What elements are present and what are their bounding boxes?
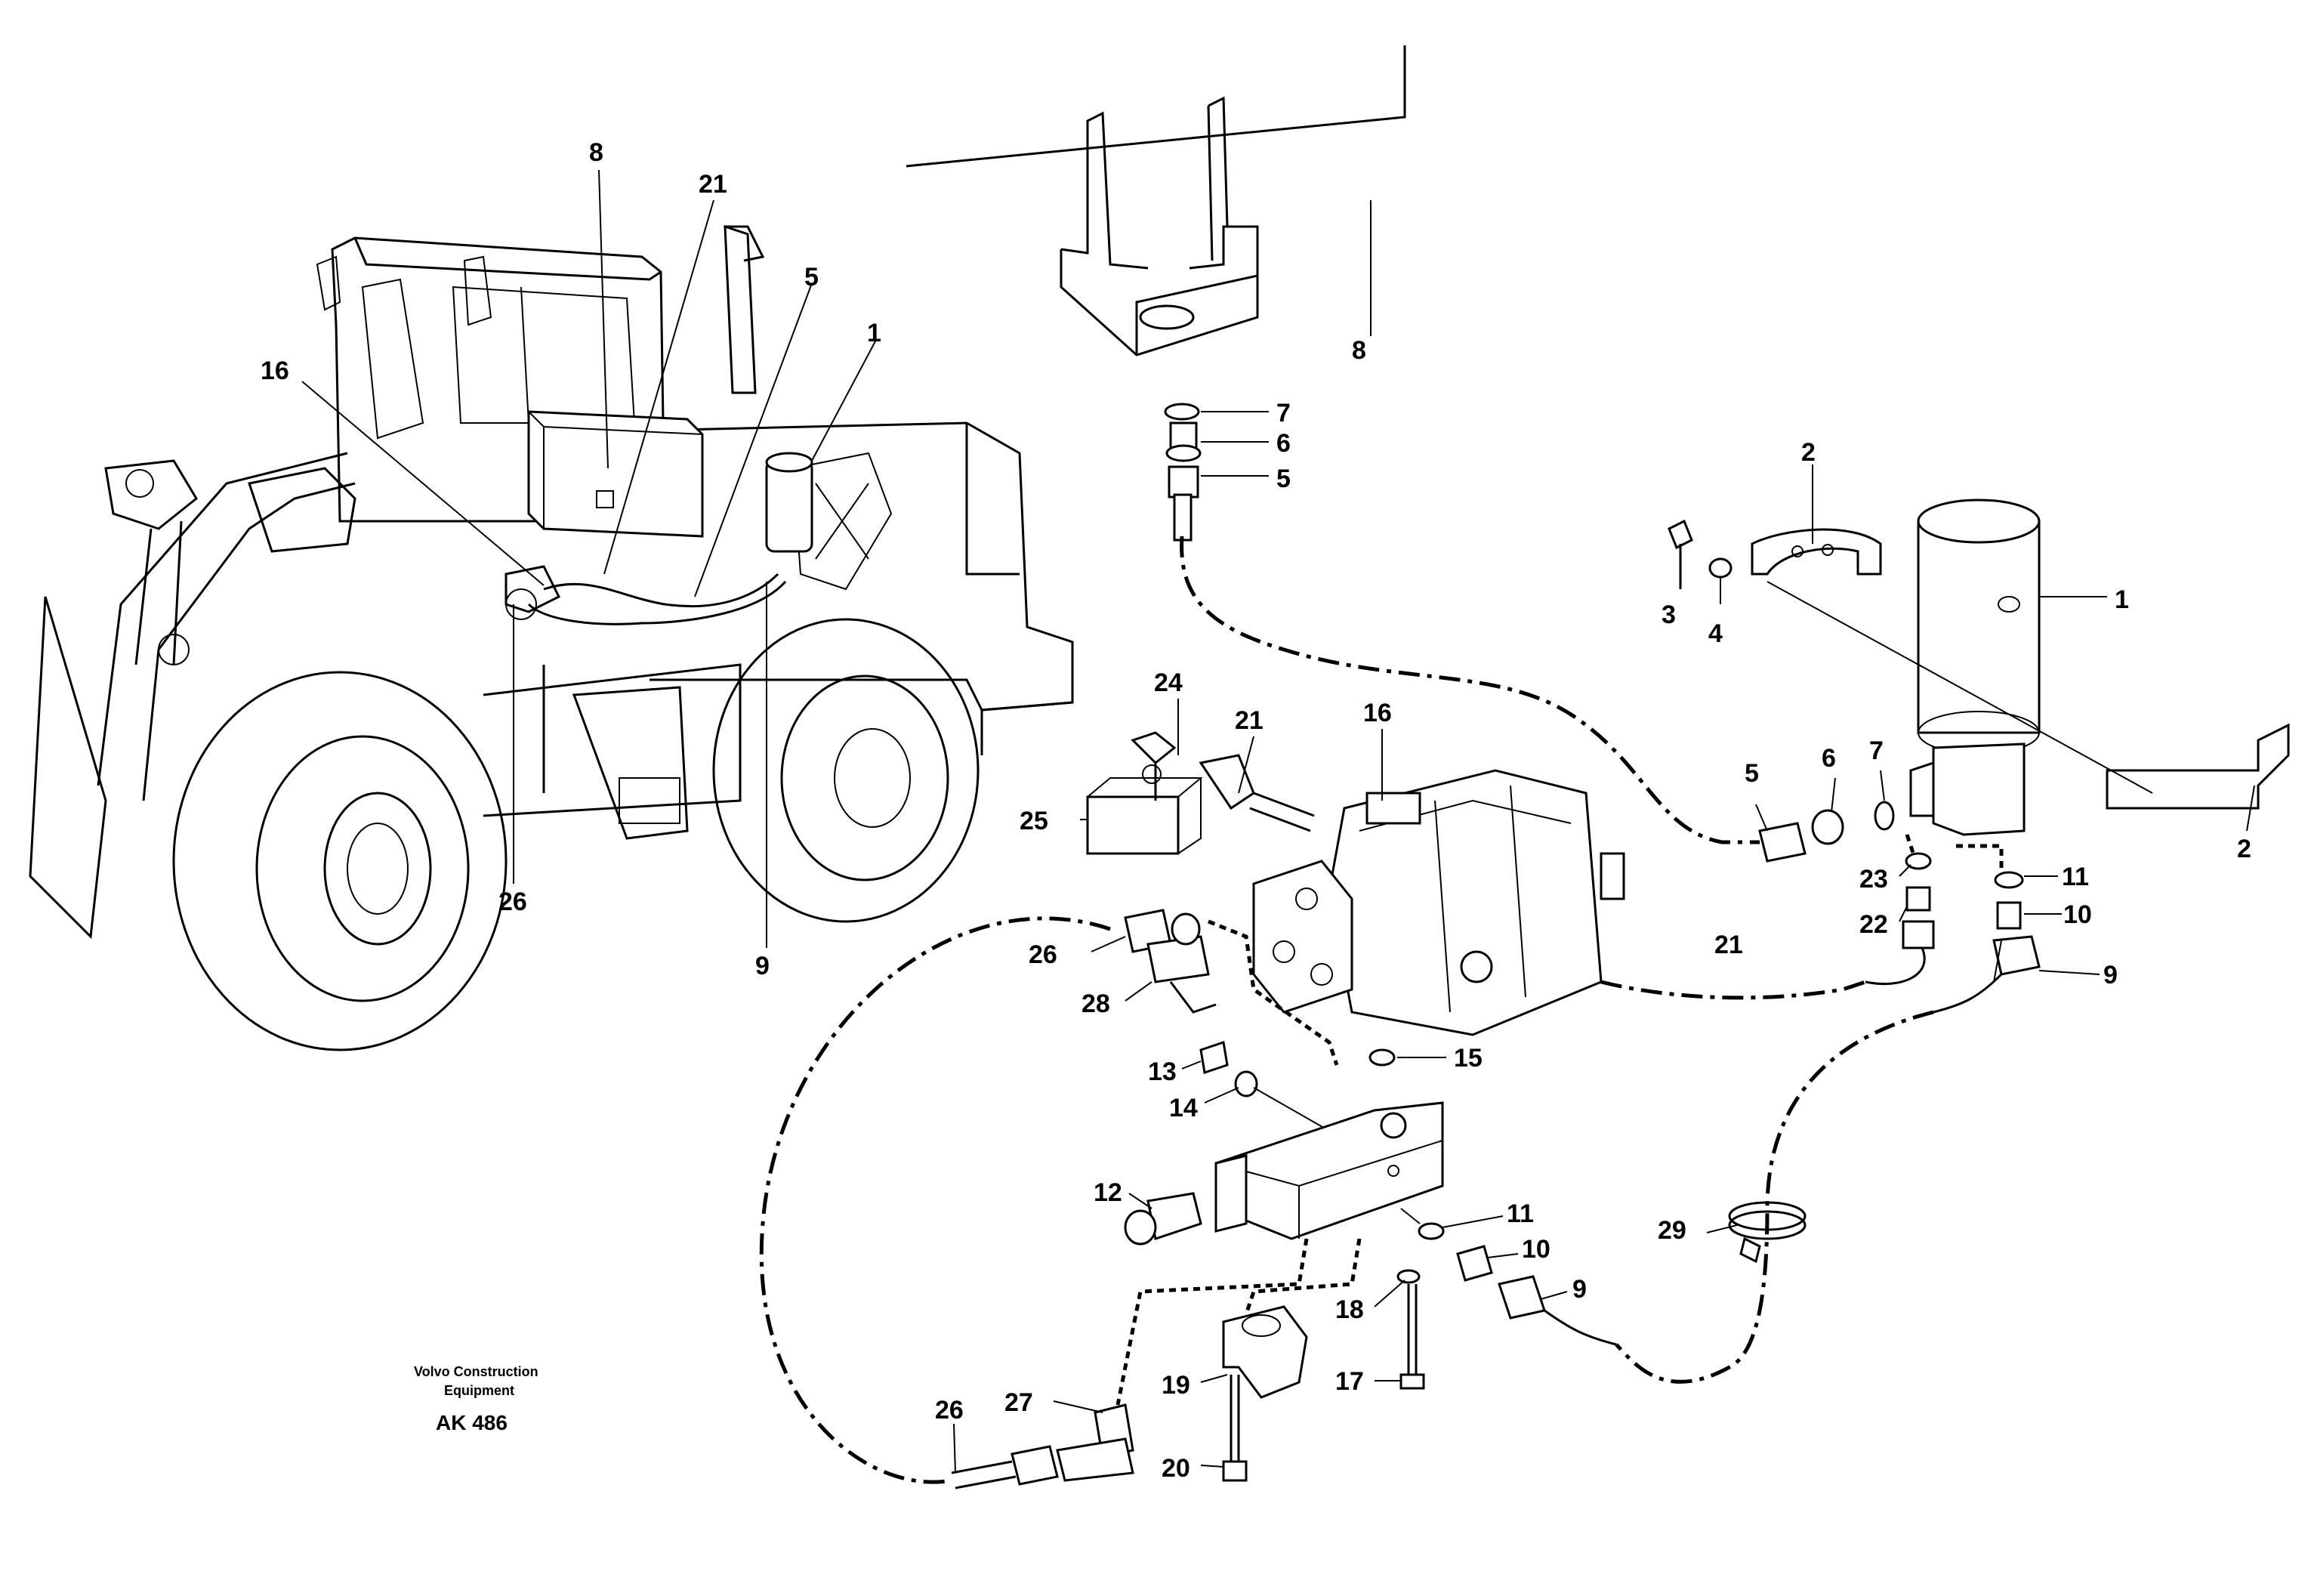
label-washer-14: 14: [1169, 1094, 1198, 1122]
label-main-1: 1: [867, 319, 881, 347]
bracket-19-screw-20: [1200, 1305, 1308, 1482]
label-tee-28: 28: [1081, 989, 1110, 1018]
hydraulic-pump-16: [1252, 729, 1625, 1036]
label-nipple-22: 22: [1859, 910, 1888, 939]
label-hose-5: 5: [1276, 465, 1291, 493]
label-main-21: 21: [699, 170, 727, 199]
label-washer-15: 15: [1454, 1044, 1483, 1073]
label-clamp-2-bottom: 2: [2237, 835, 2251, 863]
label-main-9: 9: [755, 952, 770, 980]
fittings-11-10-9-lower: [1400, 1208, 1617, 1346]
label-main-26: 26: [498, 888, 527, 916]
caption-block: Volvo Construction Equipment AK 486: [414, 1364, 538, 1434]
valve-block-12: [1124, 1101, 1444, 1246]
hose-routes: [759, 536, 2004, 1484]
label-screw-20: 20: [1162, 1454, 1190, 1483]
part-labels: 8 21 5 1 16 26 9 8 7 6 5 2 3 4 1 2 5 6 7…: [261, 138, 2251, 1483]
caption-company-line1: Volvo Construction: [414, 1364, 538, 1379]
label-main-8: 8: [589, 138, 603, 167]
plug-washers: [1181, 1041, 1446, 1149]
tee-and-box: [1080, 699, 1315, 855]
label-tee-24: 24: [1154, 668, 1183, 697]
label-washer-23: 23: [1859, 865, 1888, 894]
label-washer-11b: 11: [1507, 1199, 1534, 1228]
label-hose-9a: 9: [2103, 961, 2118, 989]
label-hose-26b: 26: [935, 1396, 964, 1425]
label-nipple-10a: 10: [2063, 900, 2092, 929]
label-nipple-6b: 6: [1822, 744, 1836, 773]
label-valve-12: 12: [1094, 1178, 1122, 1207]
bolt-17-washer-18: [1374, 1269, 1425, 1390]
label-hose-21b: 21: [1714, 931, 1743, 959]
label-main-5: 5: [804, 263, 819, 292]
label-washer-4: 4: [1708, 619, 1723, 648]
caption-drawing-code: AK 486: [436, 1411, 508, 1434]
fitting-stack-7-6-5: [1164, 403, 1269, 542]
label-hose-21a: 21: [1235, 706, 1264, 735]
hose-5-fittings: [1755, 770, 1895, 863]
label-main-16: 16: [261, 357, 289, 385]
label-plug-13: 13: [1148, 1057, 1177, 1086]
label-clamp-29: 29: [1658, 1216, 1686, 1245]
label-clamp-2-top: 2: [1801, 438, 1816, 467]
wheel-loader-illustration: [29, 169, 1074, 1051]
fittings-23-22: [1865, 852, 1935, 986]
fittings-11-10-9-right: [1933, 871, 2100, 1014]
label-hose-5b: 5: [1745, 759, 1759, 788]
label-bracket-8: 8: [1352, 336, 1366, 365]
elbow-27-hose-26: [951, 1400, 1134, 1489]
label-elbow-26a: 26: [1029, 940, 1057, 969]
label-elbow-27: 27: [1004, 1388, 1033, 1417]
label-screw-3: 3: [1662, 600, 1676, 629]
label-box-25: 25: [1020, 807, 1048, 835]
hose-clamp-29: [1706, 1201, 1807, 1264]
label-nipple-10b: 10: [1522, 1235, 1550, 1264]
label-accumulator-1: 1: [2115, 585, 2129, 614]
label-washer-11a: 11: [2062, 863, 2089, 891]
label-pump-16: 16: [1363, 699, 1392, 727]
accumulator-assembly: [1668, 465, 2290, 836]
label-washer-18: 18: [1335, 1295, 1364, 1324]
label-bolt-17: 17: [1335, 1367, 1364, 1396]
label-nut-7: 7: [1276, 399, 1291, 428]
tee-28-elbow-26: [1091, 909, 1217, 1014]
label-hose-9b: 9: [1572, 1275, 1587, 1304]
caption-company-line2: Equipment: [444, 1383, 514, 1398]
label-washer-7b: 7: [1869, 736, 1884, 765]
mounting-bracket-8: [906, 45, 1406, 357]
label-bracket-19: 19: [1162, 1371, 1190, 1400]
label-nipple-6: 6: [1276, 429, 1291, 458]
